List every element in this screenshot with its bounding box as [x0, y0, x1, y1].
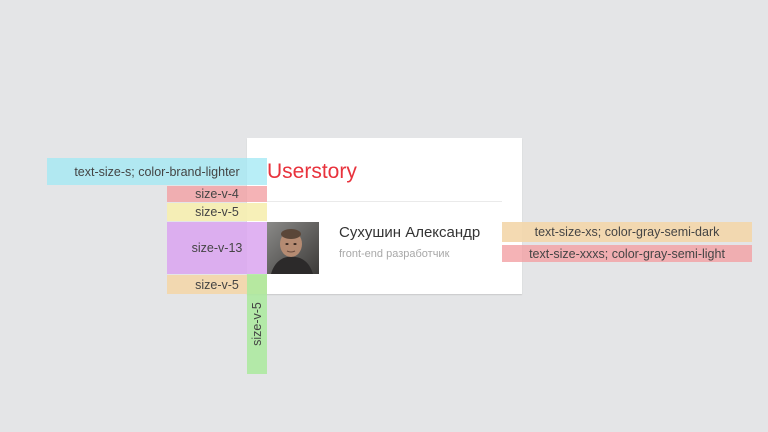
annotation-gap-user-bottom: size-v-5 — [167, 275, 267, 294]
annotation-label: size-v-4 — [195, 187, 239, 201]
annotation-label: text-size-xxxs; color-gray-semi-light — [529, 246, 725, 261]
annotation-gap-divider-user: size-v-5 — [167, 203, 267, 221]
annotation-gap-title-divider: size-v-4 — [167, 186, 267, 202]
user-role: front-end разработчик — [339, 248, 450, 260]
annotation-label: size-v-5 — [195, 277, 239, 292]
user-name: Сухушин Александр — [339, 224, 481, 241]
annotation-label: text-size-s; color-brand-lighter — [74, 164, 240, 179]
annotation-label: size-v-13 — [191, 241, 243, 255]
annotation-label: text-size-xs; color-gray-semi-dark — [534, 225, 720, 239]
annotation-label: size-v-5 — [195, 205, 239, 219]
card-title: Userstory — [267, 160, 357, 183]
annotation-title-style: text-size-s; color-brand-lighter — [47, 158, 267, 185]
annotation-gap-below-card: size-v-5 — [247, 274, 267, 374]
divider — [267, 201, 502, 202]
avatar-photo — [267, 222, 319, 274]
annotation-name-style: text-size-xs; color-gray-semi-dark — [502, 222, 752, 242]
avatar[interactable] — [267, 222, 319, 274]
annotation-role-style: text-size-xxxs; color-gray-semi-light — [502, 245, 752, 262]
annotation-avatar-height: size-v-13 — [167, 222, 267, 274]
annotation-label: size-v-5 — [250, 302, 265, 346]
